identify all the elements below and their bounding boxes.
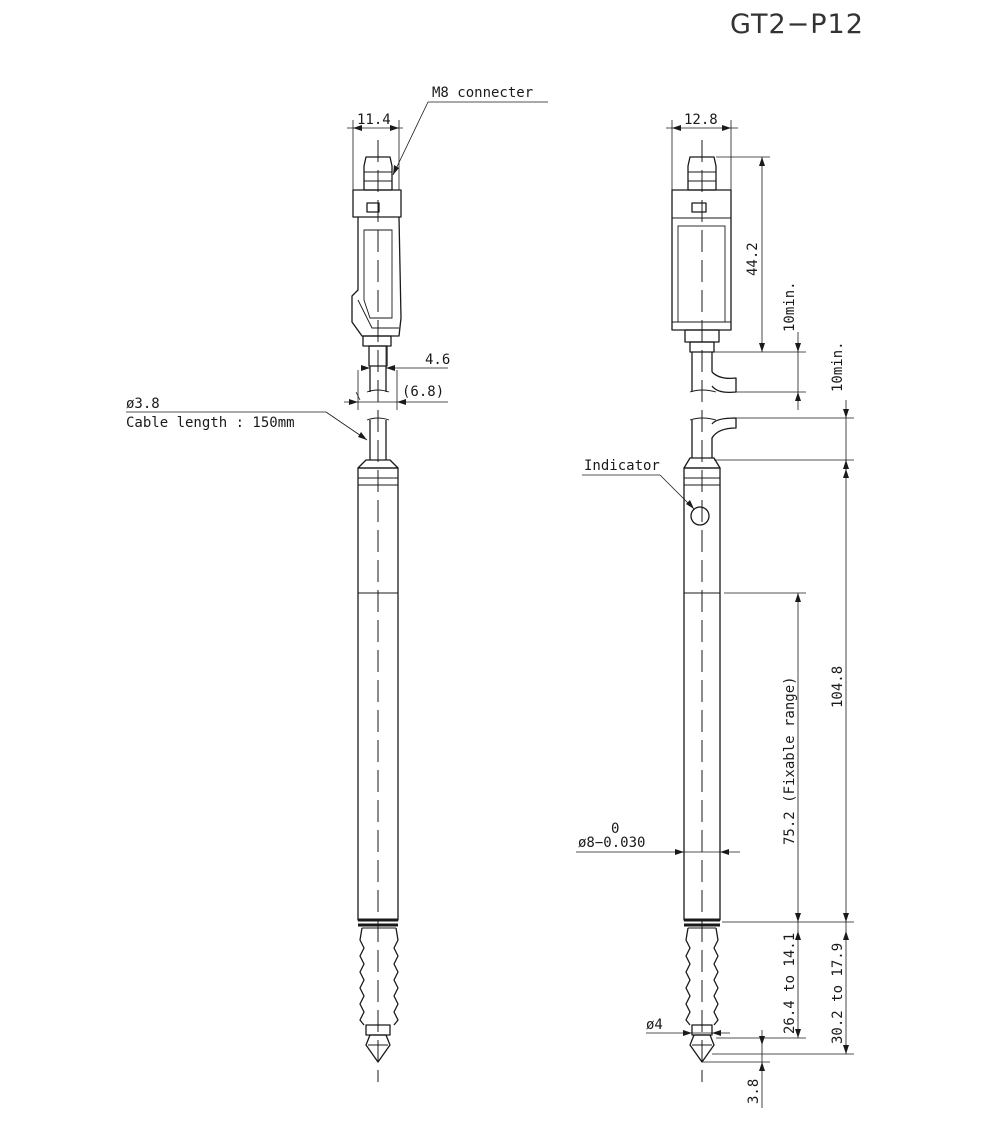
fixable-range-label: 75.2 (Fixable range): [782, 676, 798, 845]
drawing-title: GT2−P12: [730, 9, 864, 40]
tip-length-label: 3.8: [746, 1079, 762, 1104]
left-width-label: 11.4: [357, 112, 391, 128]
left-dimensions: 11.4 M8 connecter 4.6 (6.8) ø3.8 Cable l…: [126, 85, 548, 441]
left-view: [351, 140, 402, 1082]
bend-min-label-1: 10min.: [782, 281, 798, 332]
tip-diameter-label: ø4: [646, 1017, 663, 1033]
cable-length-label: Cable length : 150mm: [126, 415, 295, 431]
connector-label: M8 connecter: [432, 85, 533, 101]
bend-min-label-2: 10min.: [830, 341, 846, 392]
cable-diameter-label: ø3.8: [126, 396, 160, 412]
tolerance-upper-label: 0: [611, 821, 619, 837]
body-diameter-label: ø8−0.030: [578, 835, 645, 851]
right-dimensions: 12.8 44.2 10min. 10min. Indicator 104.8: [576, 112, 854, 1108]
stroke-range-label-1: 26.4 to 14.1: [782, 933, 798, 1034]
stroke-range-label-2: 30.2 to 17.9: [830, 943, 846, 1044]
cable-width-label: 4.6: [425, 352, 450, 368]
body-length-label: 104.8: [830, 666, 846, 708]
indicator-lamp: [690, 506, 710, 526]
head-height-label: 44.2: [745, 242, 761, 276]
right-view: [671, 140, 737, 1082]
right-width-label: 12.8: [684, 112, 718, 128]
indicator-label: Indicator: [584, 458, 660, 474]
cable-offset-label: (6.8): [402, 384, 444, 400]
